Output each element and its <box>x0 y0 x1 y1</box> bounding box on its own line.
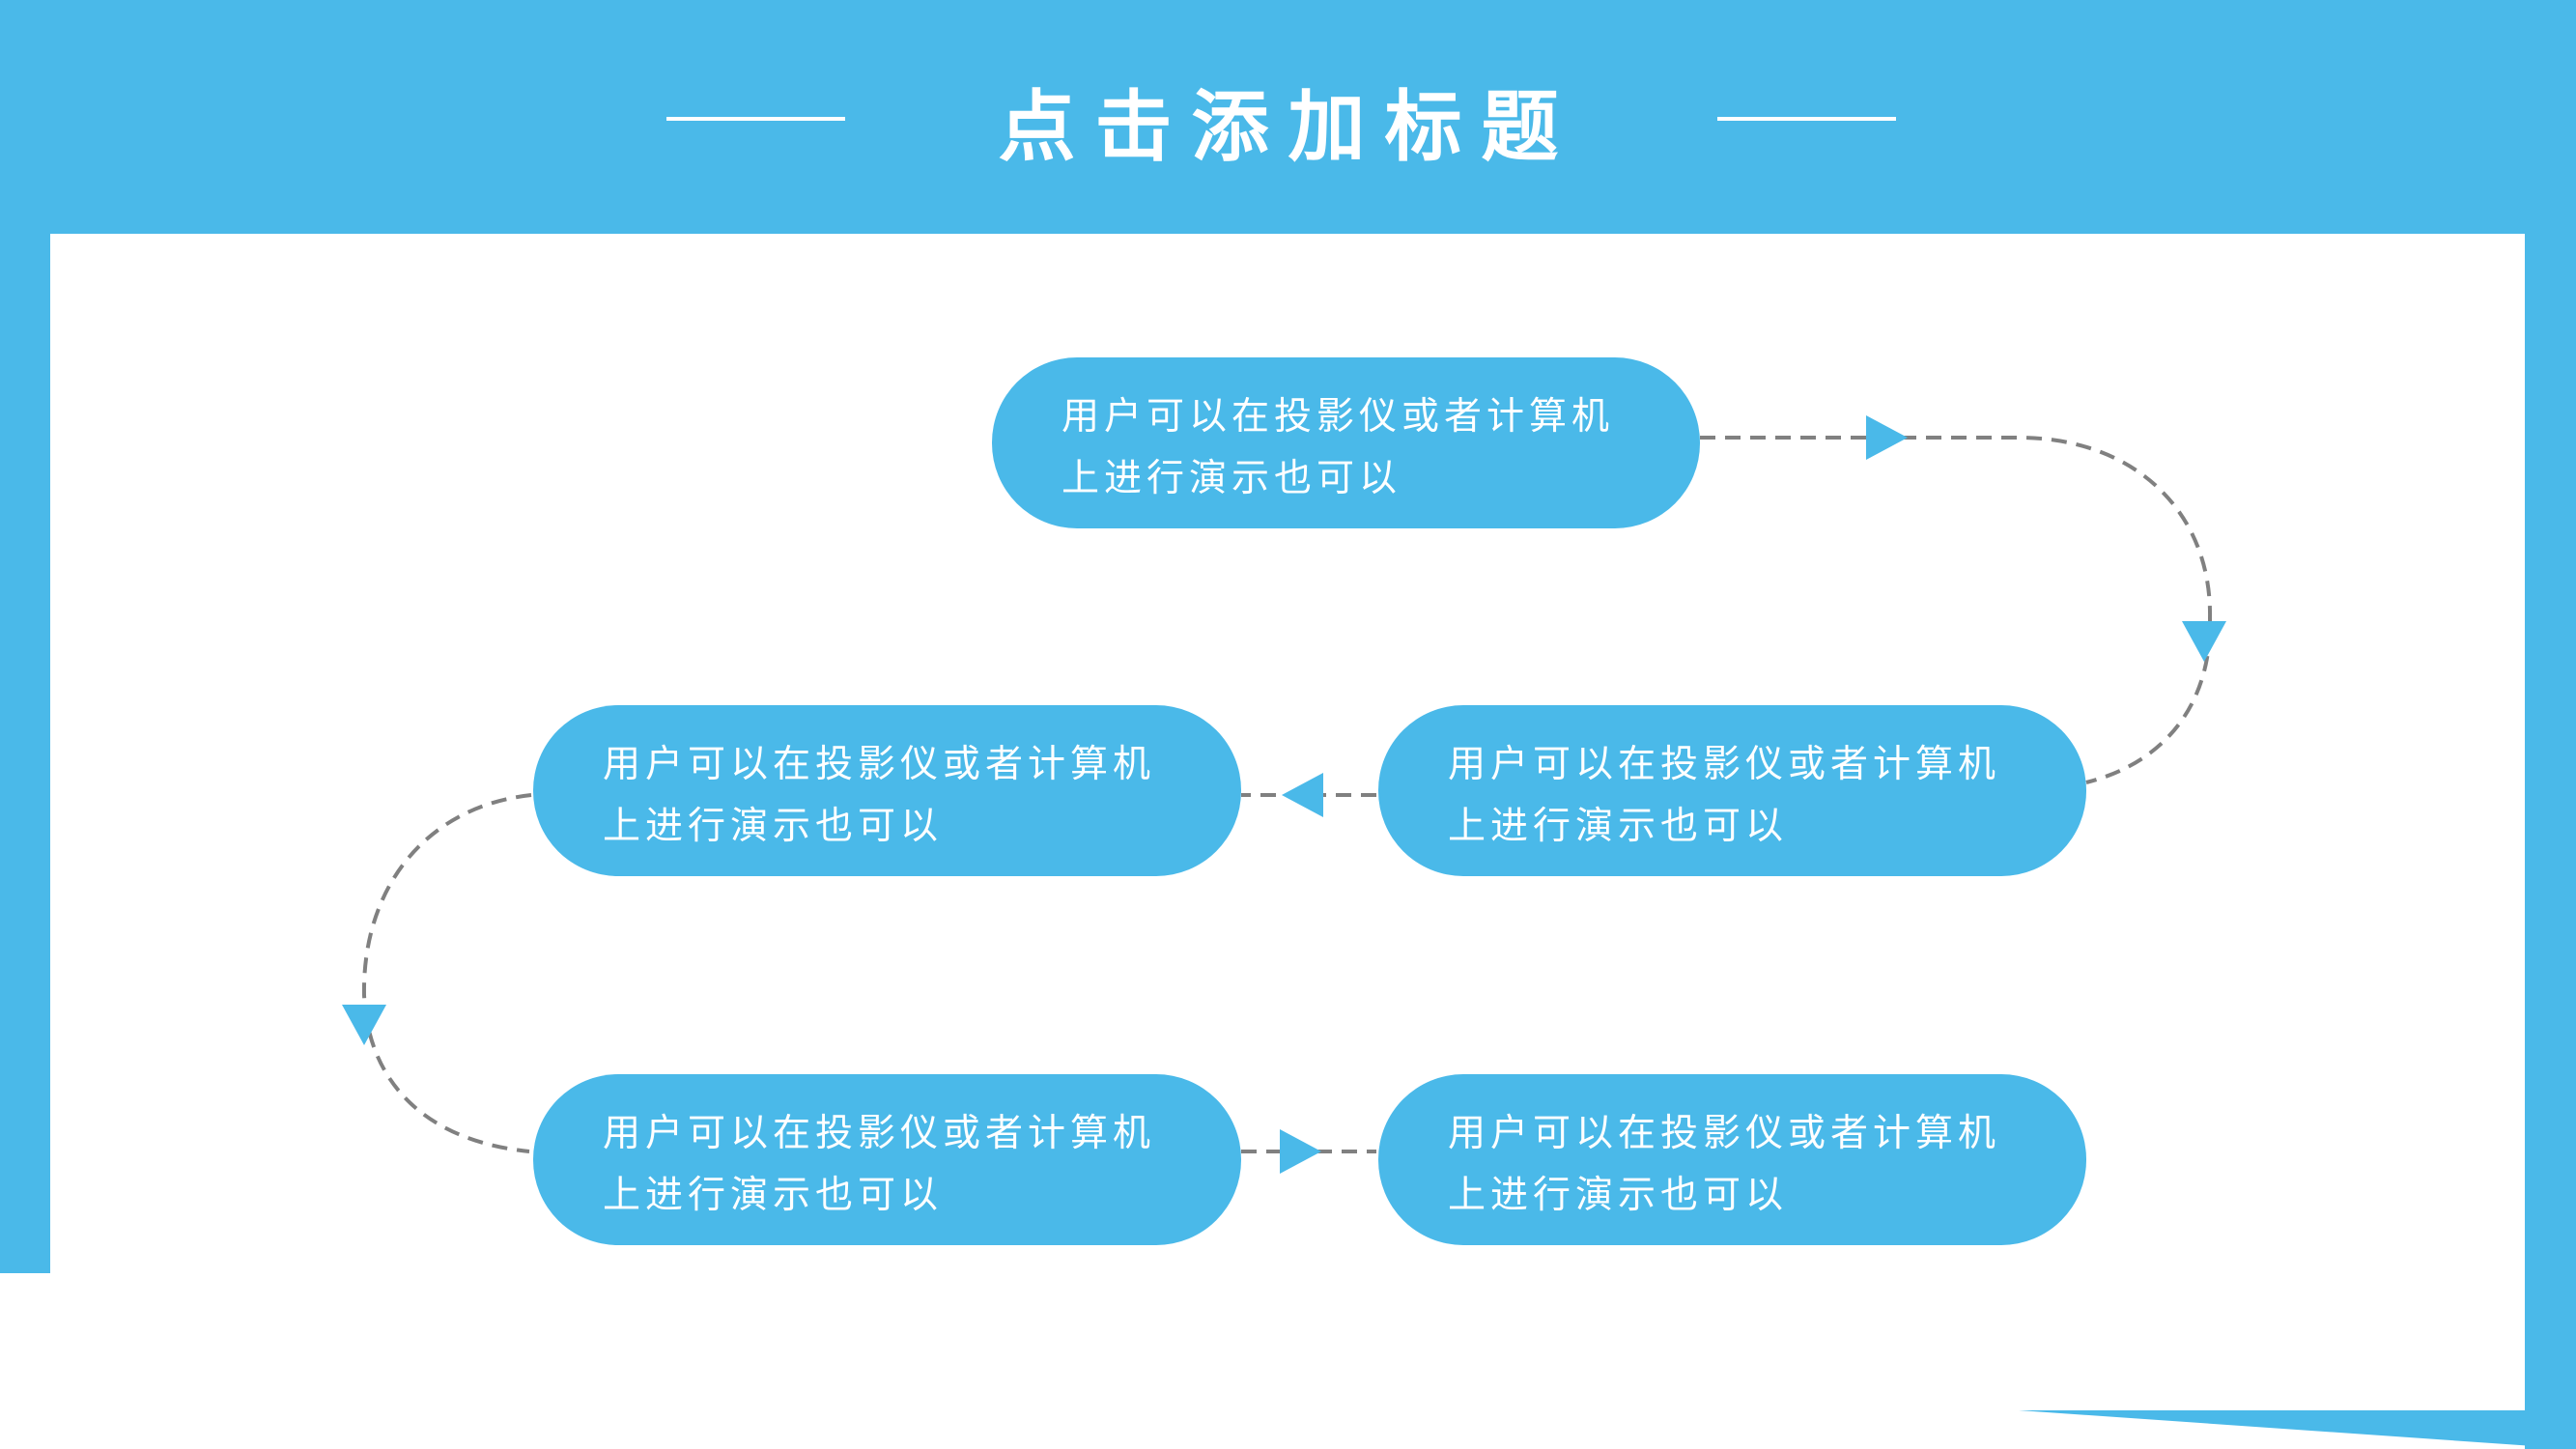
step-2-line-1: 用户可以在投影仪或者计算机 <box>1448 743 2001 786</box>
connector-3-4 <box>361 793 532 1153</box>
connector-1-2 <box>1700 436 2213 784</box>
step-1-line-1: 用户可以在投影仪或者计算机 <box>1062 395 1615 439</box>
title-line-left <box>666 117 845 121</box>
step-2-line-2: 上进行演示也可以 <box>1448 805 1789 848</box>
arrow-right-icon <box>1280 1129 1321 1174</box>
step-5-line-2: 上进行演示也可以 <box>1448 1174 1789 1217</box>
left-border <box>0 0 50 1273</box>
step-1-line-2: 上进行演示也可以 <box>1062 457 1402 500</box>
step-3-line-2: 上进行演示也可以 <box>603 805 944 848</box>
arrow-right-icon <box>1866 415 1908 460</box>
step-5-line-1: 用户可以在投影仪或者计算机 <box>1448 1112 2001 1155</box>
left-bottom-wedge <box>0 1265 50 1273</box>
step-4-line-1: 用户可以在投影仪或者计算机 <box>603 1112 1156 1155</box>
step-5: 用户可以在投影仪或者计算机 上进行演示也可以 <box>1378 1074 2086 1245</box>
header-band <box>0 0 2576 234</box>
step-3: 用户可以在投影仪或者计算机 上进行演示也可以 <box>533 705 1241 876</box>
right-border <box>2525 0 2576 1449</box>
step-2: 用户可以在投影仪或者计算机 上进行演示也可以 <box>1378 705 2086 876</box>
step-4: 用户可以在投影仪或者计算机 上进行演示也可以 <box>533 1074 1241 1245</box>
arrow-down-icon <box>2182 621 2226 662</box>
step-3-line-1: 用户可以在投影仪或者计算机 <box>603 743 1156 786</box>
step-4-line-2: 上进行演示也可以 <box>603 1174 944 1217</box>
arrow-left-icon <box>1282 773 1323 817</box>
bottom-right-wedge <box>2019 1410 2576 1449</box>
page-title: 点击添加标题 <box>998 82 1578 172</box>
step-1: 用户可以在投影仪或者计算机 上进行演示也可以 <box>992 357 1700 528</box>
title-line-right <box>1717 117 1896 121</box>
arrow-down-icon <box>342 1005 386 1045</box>
